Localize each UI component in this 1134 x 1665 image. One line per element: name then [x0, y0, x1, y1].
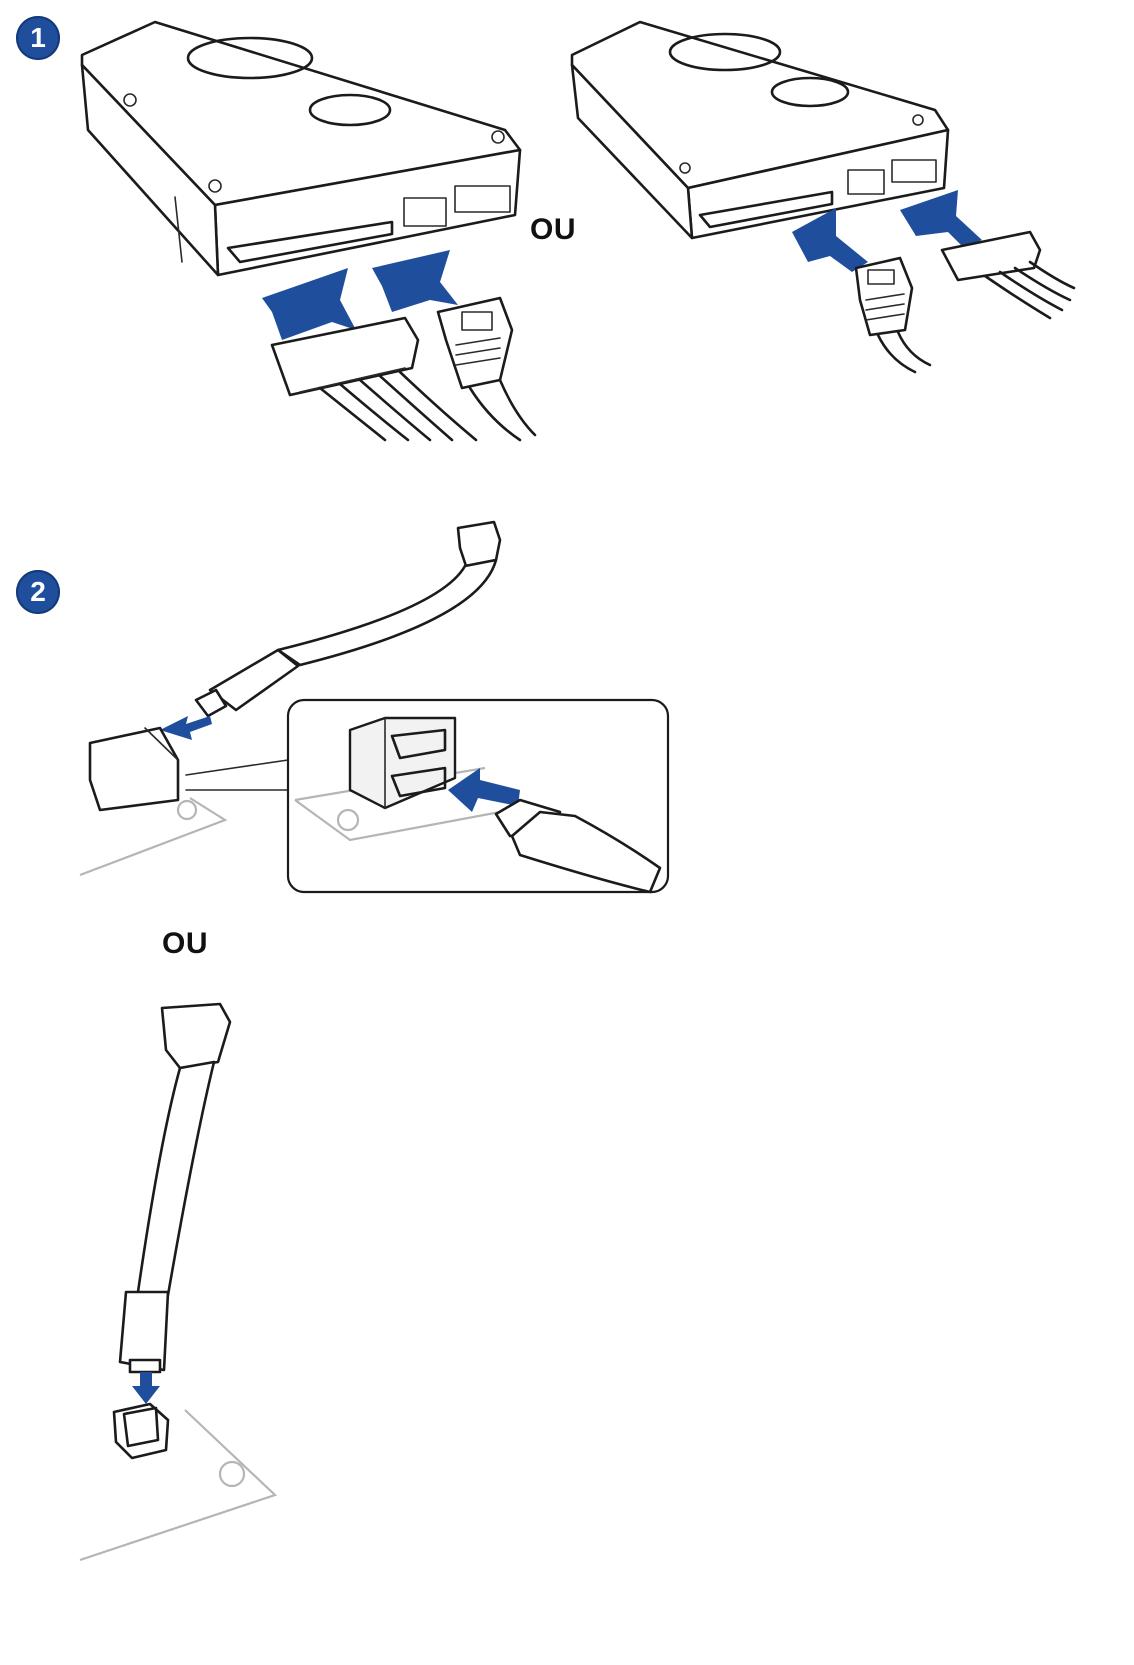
sata-cable-straight	[194, 520, 502, 718]
sata-data-connector-icon	[494, 798, 662, 894]
sata-power-connector-icon	[940, 230, 1076, 320]
sata-cable-right-angle	[118, 1002, 232, 1374]
or-label-bottom: OU	[162, 927, 208, 960]
insert-arrow-icon	[262, 250, 458, 340]
motherboard-sata-port-icon	[79, 1402, 278, 1562]
step-2-badge: 2	[16, 570, 60, 614]
step-1-badge: 1	[16, 16, 60, 60]
hard-drive-left	[80, 20, 522, 277]
or-label-top: OU	[530, 213, 576, 246]
insert-arrow-icon	[792, 190, 982, 272]
sata-data-connector-icon	[854, 256, 932, 374]
hard-drive-right	[570, 20, 950, 240]
callout-line	[185, 759, 289, 791]
inset-detail	[286, 698, 670, 894]
insert-arrow-icon	[160, 716, 212, 740]
insert-arrow-icon	[448, 768, 520, 812]
motherboard-sata-port-icon	[79, 726, 228, 877]
sata-data-connector-icon	[436, 296, 537, 442]
sata-power-connector-icon	[270, 316, 478, 442]
insert-arrow-icon	[132, 1372, 160, 1404]
dual-sata-port-icon	[348, 716, 457, 810]
